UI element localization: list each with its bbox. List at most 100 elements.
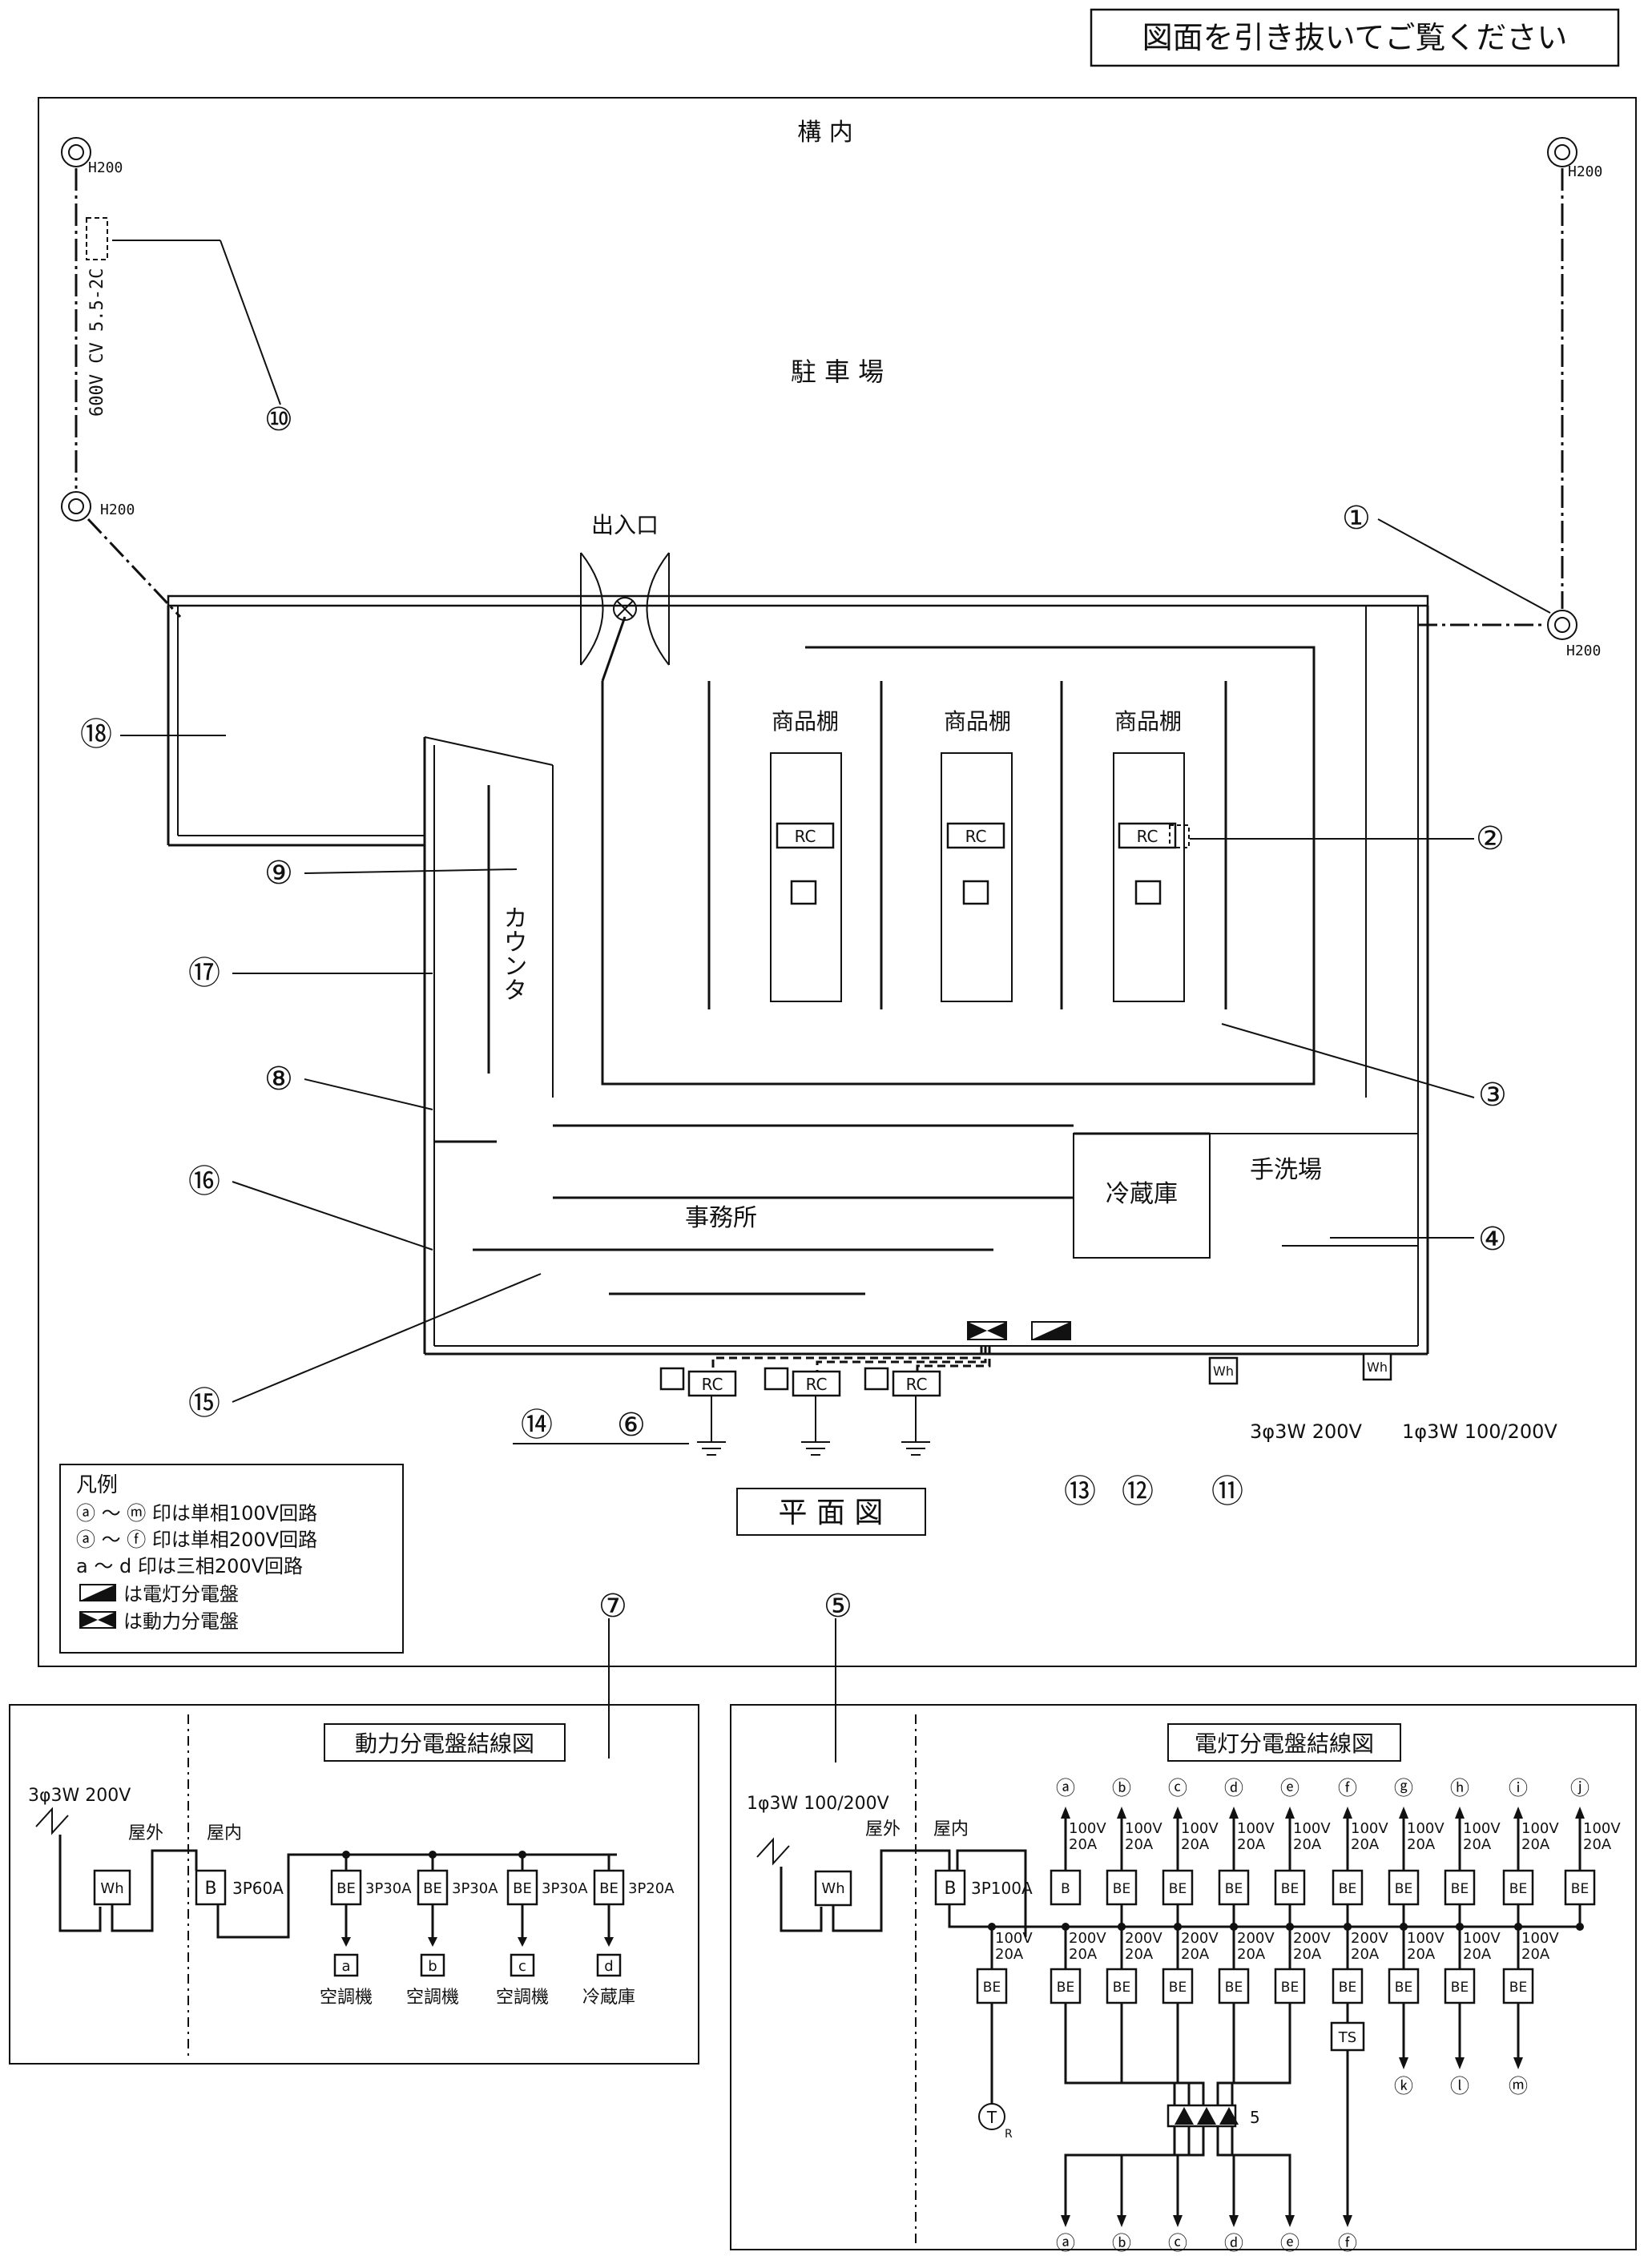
branch-label: BE [1225,1980,1243,1996]
load-name: 冷蔵庫 [582,1988,635,2008]
callouts: ① ② ③ ④ ⑤ ⑥ ⑦ ⑧ ⑨ ⑩ ⑪ ⑫ ⑬ ⑭ ⑮ ⑯ ⑰ ⑱ [80,401,1507,1625]
power-supply-label: 3φ3W 200V [28,1786,131,1806]
branch-label: BE [423,1880,442,1897]
callout-15: ⑮ [188,1385,220,1422]
callout-6: ⑥ [617,1407,646,1444]
main-breaker-label: B [944,1879,956,1899]
lighting-panel-symbol [1031,1321,1071,1340]
circuit-tag: ⓙ [1570,1777,1590,1799]
shelf-2: 商品棚 RC [941,708,1013,1002]
callout-1: ① [1342,500,1371,537]
load-tag: a [341,1958,350,1975]
branch-label: BE [1509,1980,1527,1996]
circuit-tag: ⓓ [1224,1777,1243,1799]
shelf-label: 商品棚 [772,708,839,735]
downlight-loop [601,616,1316,1086]
plan-title-box: 平 面 図 [736,1488,926,1536]
counter-label: カウンタ [499,905,527,1001]
legend: 凡例 ⓐ ～ ⓜ 印は単相100V回路 ⓐ ～ ⓕ 印は単相200V回路 a ～… [59,1464,404,1654]
shelf-label: 商品棚 [944,708,1011,735]
bottom-output: ⓔ [1231,2126,1299,2254]
wh-label: Wh [821,1880,844,1897]
branch-label: BE [513,1880,532,1897]
timer-sub-label: R [1005,2128,1013,2141]
wh-label: Wh [100,1880,123,1897]
circuit-tag: ⓑ [1112,2232,1131,2254]
shelf-label: 商品棚 [1114,708,1182,735]
bottom-output: ⓑ [1112,2126,1191,2254]
branch-label: BE [336,1880,356,1897]
circuit-tag: ⓛ [1450,2075,1469,2097]
power-branch: BE 3P30A c 空調機 [496,1851,588,2008]
circuit-tag: ⓔ [1280,2232,1299,2254]
load-name: 空調機 [496,1988,549,2008]
circuit-tag: ⓑ [1112,1777,1131,1799]
wh-meter-1phase: Wh [1362,1352,1392,1381]
entrance-door: 出入口 [580,512,670,666]
pole-left-mid: H200 [61,491,135,522]
power-diagram: 動力分電盤結線図 3φ3W 200V 屋外 屋内 Wh B 3P60A BE 3… [9,1704,699,2065]
branch-label: BE [1571,1881,1589,1897]
washroom-label: 手洗場 [1250,1156,1322,1184]
branch-label: BE [1395,1881,1412,1897]
wh-meter-3phase: Wh [1208,1356,1239,1385]
legend-item: は動力分電盤 [123,1610,239,1633]
rc-label: RC [795,827,816,846]
callout-4: ④ [1478,1221,1507,1258]
branch-rating: 3P30A [452,1880,498,1897]
callout-18: ⑱ [80,716,112,753]
bottom-output: ⓒ [1168,2126,1205,2254]
fridge-room-label: 冷蔵庫 [1106,1180,1178,1208]
callout-16: ⑯ [188,1163,220,1200]
rc-label: RC [702,1375,723,1394]
banner: 図面を引き抜いてご覧ください [1090,8,1620,67]
branch-label: BE [1395,1980,1412,1996]
rc-label: RC [965,827,987,846]
callout-10: ⑩ [264,401,293,438]
entrance-label: 出入口 [591,512,659,538]
callout-9: ⑨ [264,855,293,892]
branch-rating: 3P30A [365,1880,412,1897]
branch-label: BE [1339,1980,1356,1996]
parking-label: 駐 車 場 [791,357,884,387]
load-tag: d [604,1958,613,1975]
load-name: 空調機 [406,1988,459,2008]
callout-5: ⑤ [824,1588,852,1625]
supply-3phase-label: 3φ3W 200V [1250,1420,1363,1443]
circuit-tag: ⓒ [1168,2232,1187,2254]
branch-label: BE [1509,1881,1527,1897]
branch-label: BE [1113,1980,1130,1996]
branch-label: BE [1281,1980,1299,1996]
branch-label: BE [1451,1881,1469,1897]
legend-item: は電灯分電盤 [123,1583,239,1605]
callout-8: ⑧ [264,1061,293,1098]
fluorescent-rows [487,681,1227,1074]
outdoor-label: 屋外 [865,1819,901,1839]
main-breaker-rating: 3P100A [971,1879,1033,1898]
